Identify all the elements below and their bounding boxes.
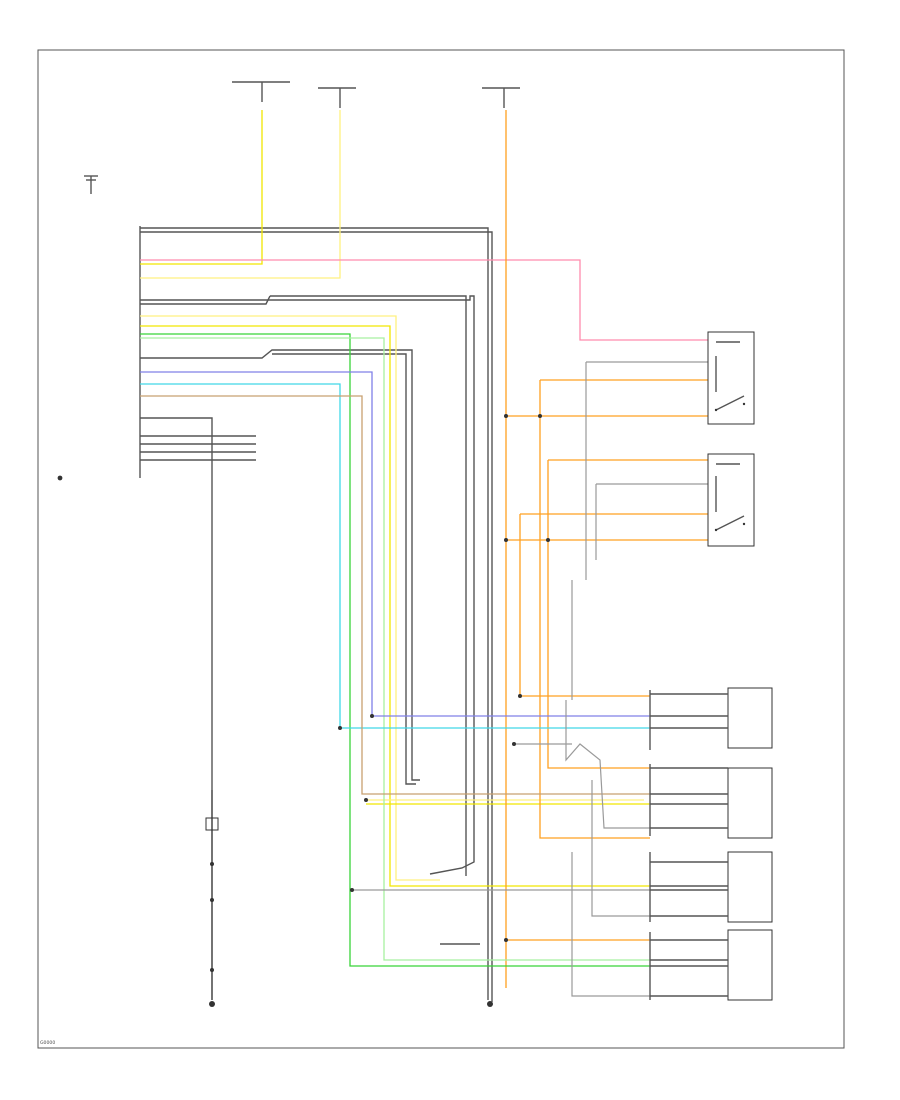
diagram-frame	[37, 49, 845, 1049]
gray-wires	[352, 361, 708, 997]
splice-points	[210, 414, 550, 972]
orange-wires	[505, 110, 708, 988]
figure-code: G0000	[40, 1040, 55, 1046]
power-sources	[232, 81, 520, 108]
lower-left-ground	[57, 475, 493, 1007]
relay-bottom	[707, 453, 755, 547]
pink-wires	[140, 259, 708, 341]
relay-top	[707, 331, 755, 425]
green-wires	[140, 333, 650, 967]
yellow-wires	[140, 110, 650, 887]
antenna-symbol	[84, 175, 98, 194]
speaker-connectors	[649, 687, 773, 1001]
cyan-blue-tan-wires	[140, 371, 650, 795]
black-wires	[140, 227, 493, 1002]
